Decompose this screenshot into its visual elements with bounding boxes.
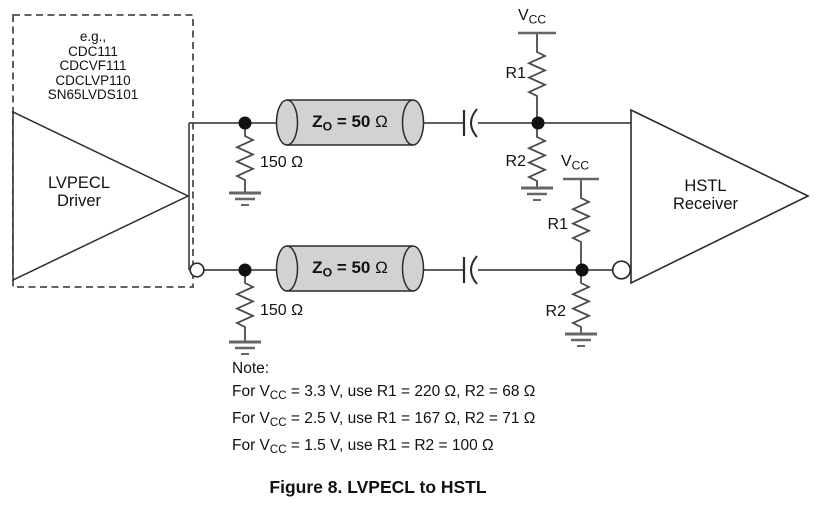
driver-inverted-output-bubble — [189, 262, 205, 278]
transmission-line-bottom — [275, 245, 425, 292]
receiver-label: HSTL Receiver — [672, 177, 739, 213]
transmission-line-top-label: ZO = 50 Ω — [312, 112, 388, 134]
ground-symbol-150-top — [229, 191, 261, 206]
junction-dots — [238, 116, 589, 277]
resistor-150-bottom-label: 150 Ω — [260, 302, 304, 319]
resistor-150-bottom — [234, 270, 256, 342]
resistor-r2-top — [526, 123, 548, 188]
junction-dot-top-left — [238, 116, 252, 130]
example-part: CDC111 — [68, 43, 118, 59]
resistor-150-top-label: 150 Ω — [260, 154, 304, 171]
note-line-2: For VCC = 2.5 V, use R1 = 167 Ω, R2 = 71… — [232, 410, 536, 430]
transmission-line-bottom-label: ZO = 50 Ω — [312, 258, 388, 280]
junction-dot-bottom-right — [575, 263, 589, 277]
note-line-3: For VCC = 1.5 V, use R1 = R2 = 100 Ω — [232, 437, 494, 457]
note-line-1: For VCC = 3.3 V, use R1 = 220 Ω, R2 = 68… — [232, 383, 536, 403]
ground-symbol-150-bottom — [229, 340, 261, 355]
resistor-r1-top — [526, 33, 548, 123]
resistors-symbols — [234, 33, 592, 342]
note-heading: Note: — [232, 360, 270, 377]
resistor-r2-bottom — [570, 270, 592, 334]
driver-dashed-box — [12, 14, 194, 288]
junction-dot-bottom-left — [238, 263, 252, 277]
resistor-r1-bottom-label: R1 — [547, 216, 568, 233]
resistor-r2-bottom-label: R2 — [545, 303, 566, 320]
ground-symbol-r2-bottom — [565, 332, 597, 347]
driver-triangle — [12, 110, 190, 282]
ground-symbol-r2-top — [521, 186, 553, 201]
coupling-capacitor-bottom — [462, 255, 478, 285]
coupling-capacitor-top — [462, 108, 478, 138]
junction-dot-top-right — [531, 116, 545, 130]
vcc-top-label: VCC — [518, 7, 547, 27]
transmission-line-top — [275, 99, 425, 146]
example-part: SN65LVDS101 — [47, 87, 139, 103]
vcc-bottom-label: VCC — [561, 153, 590, 173]
resistor-r2-top-label: R2 — [505, 153, 526, 170]
example-part: CDCVF111 — [59, 58, 127, 74]
resistor-r1-top-label: R1 — [505, 65, 526, 82]
receiver-triangle — [630, 108, 810, 285]
receiver-inverting-input-bubble — [611, 260, 632, 280]
figure-caption: Figure 8. LVPECL to HSTL — [269, 477, 487, 497]
example-heading: e.g., — [79, 29, 107, 44]
example-part-list: e.g., CDC111 CDCVF111 CDCLVP110 SN65LVDS… — [13, 29, 173, 103]
example-part: CDCLVP110 — [55, 72, 131, 88]
resistor-150-top — [234, 123, 256, 193]
resistor-r1-bottom — [570, 179, 592, 270]
driver-label: LVPECL Driver — [47, 174, 111, 210]
